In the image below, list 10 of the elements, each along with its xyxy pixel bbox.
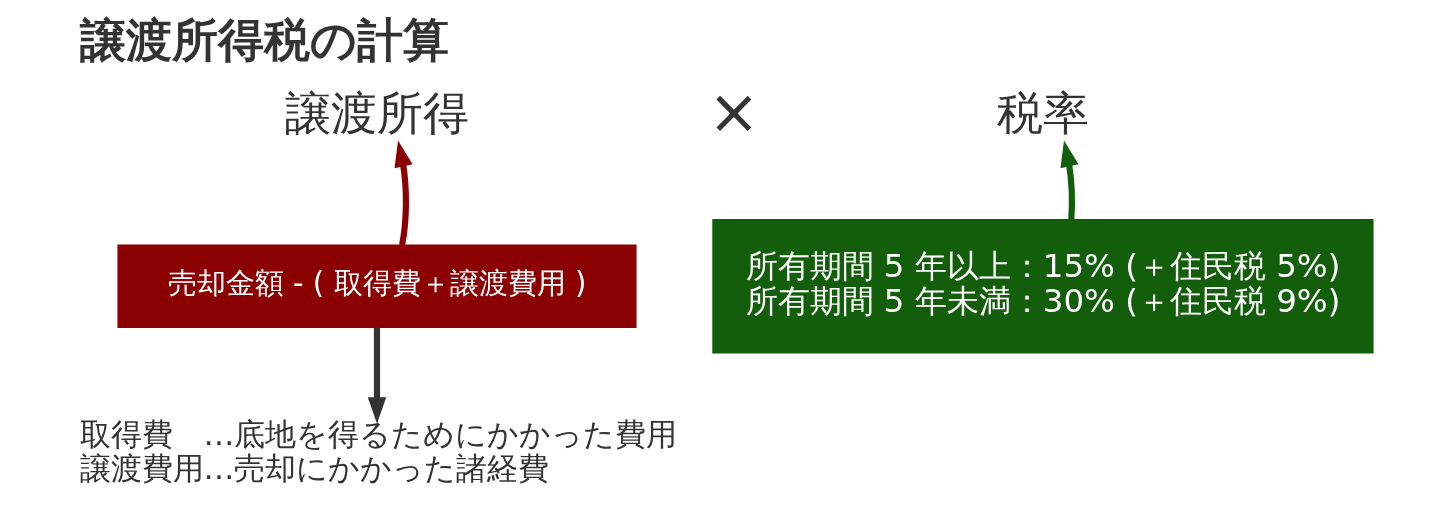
node-text: 譲渡所得 <box>284 86 469 141</box>
node-box: 所有期間 5 年以上：15% (＋住民税 5%) 所有期間 5 年未満：30% (＋住民税 9%) <box>712 218 1374 354</box>
label: × <box>708 76 760 149</box>
node-text: 取得費 …底地を得るためにかかった費用 譲渡費用…売却にかかった諸経費 <box>79 416 678 487</box>
diagram-title: 譲渡所得税の計算 <box>79 12 449 67</box>
arrow <box>367 327 387 424</box>
node-text: 税率 <box>996 86 1089 141</box>
arrow <box>394 140 413 246</box>
node-box: 売却金額 - ( 取得費＋譲渡費用 ) <box>117 244 637 328</box>
arrow <box>1060 140 1079 220</box>
